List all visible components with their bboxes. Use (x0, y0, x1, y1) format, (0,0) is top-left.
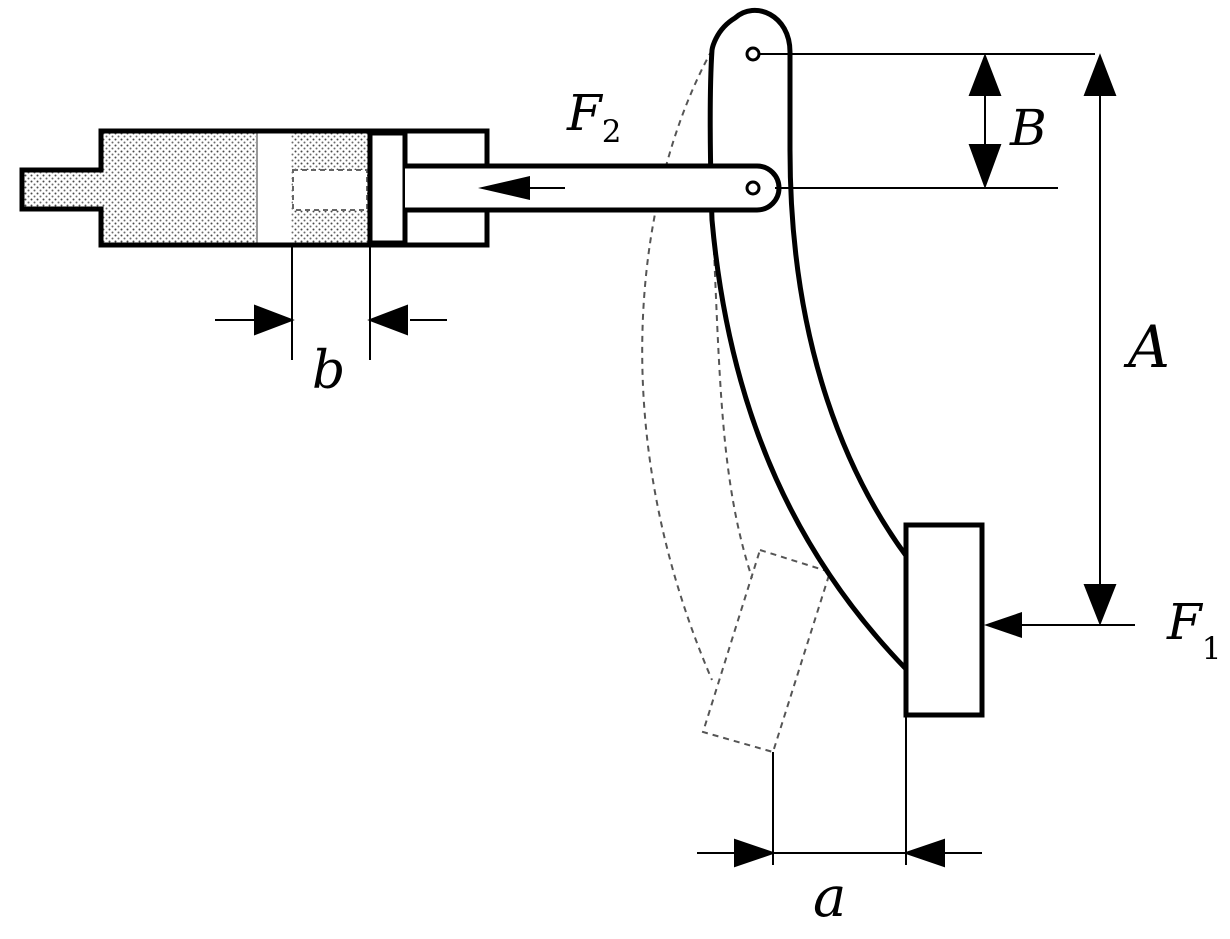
label-f1: F1 (1167, 597, 1221, 665)
label-f2-sub: 2 (601, 114, 622, 150)
pedal-pad (903, 522, 985, 718)
force-f1-arrow (984, 612, 1135, 638)
cylinder-gap (257, 133, 291, 243)
pivot-rod (745, 180, 761, 196)
dimension-a-lower (697, 715, 982, 868)
pedal-displaced-outline (641, 49, 832, 754)
inner-piston-dashed (292, 169, 368, 211)
dimension-b-lower (215, 245, 447, 360)
label-f2: F2 (567, 88, 621, 148)
label-dimension-b: b (312, 341, 346, 401)
label-dimension-a: a (813, 865, 847, 930)
dimension-a-upper (1083, 53, 1117, 626)
dimension-b-upper (760, 53, 1095, 189)
label-f1-main: F (1167, 593, 1202, 651)
force-f2-arrow (478, 176, 565, 200)
label-dimension-B: B (1010, 99, 1047, 157)
pivot-top (745, 46, 761, 62)
label-dimension-A: A (1128, 313, 1170, 381)
piston (367, 130, 408, 246)
label-f2-main: F (567, 84, 602, 142)
label-f1-sub: 1 (1201, 631, 1222, 667)
pedal-lever (707, 7, 910, 672)
